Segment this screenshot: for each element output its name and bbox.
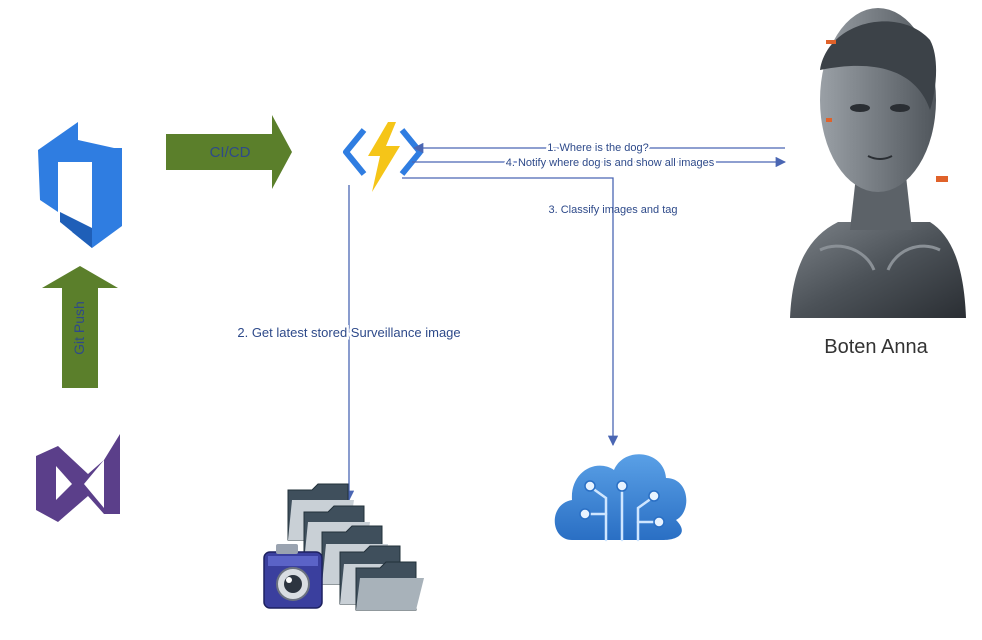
- camera-icon: [263, 544, 323, 609]
- step4-label: 4. Notify where dog is and show all imag…: [506, 157, 715, 169]
- cicd-arrow: CI/CD: [166, 115, 292, 189]
- cognitive-services-cloud-icon: [554, 454, 687, 542]
- azure-function-icon: [343, 122, 423, 192]
- step3-label: 3. Classify images and tag: [548, 204, 677, 216]
- connector-step4: 4. Notify where dog is and show all imag…: [412, 155, 787, 171]
- folder-icon: [355, 561, 424, 611]
- robot-name-label: Boten Anna: [824, 336, 928, 358]
- camera-folders-icon: [263, 483, 424, 611]
- connector-step3: 3. Classify images and tag: [402, 177, 678, 447]
- cicd-label: CI/CD: [210, 144, 251, 161]
- step1-label: 1. Where is the dog?: [547, 142, 649, 154]
- robot-bust-image: [786, 6, 966, 318]
- connector-step1: 1. Where is the dog?: [412, 140, 785, 156]
- azure-devops-icon: [38, 122, 122, 248]
- step2-label: 2. Get latest stored Surveillance image: [237, 325, 460, 340]
- visual-studio-icon: [36, 434, 120, 522]
- git-push-arrow: Git Push: [42, 266, 118, 388]
- git-push-label: Git Push: [71, 301, 87, 355]
- connector-step2: 2. Get latest stored Surveillance image: [235, 185, 463, 502]
